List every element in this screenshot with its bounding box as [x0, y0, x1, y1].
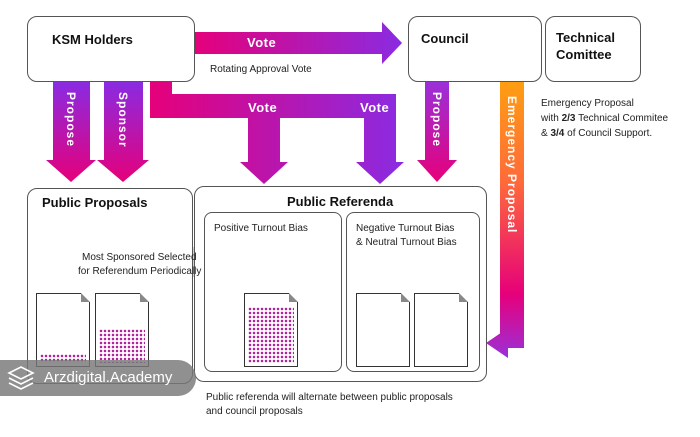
document-fold-icon — [459, 293, 468, 302]
watermark-text: Arzdigital.Academy — [44, 369, 173, 386]
technical-committee-label: Technical Comittee — [556, 30, 616, 62]
document-fold-icon — [81, 293, 90, 302]
vote-mid-left-label: Vote — [248, 100, 278, 115]
document-referendum-negative-1 — [356, 293, 410, 367]
document-proposal-2 — [95, 293, 149, 367]
footer-note-line-2: and council proposals — [206, 406, 303, 417]
watermark-banner: Arzdigital.Academy — [0, 360, 196, 396]
most-sponsored-label-1: Most Sponsored Selected — [82, 252, 197, 263]
ksm-holders-box: KSM Holders — [27, 16, 195, 82]
propose-left-label: Propose — [64, 92, 78, 148]
propose-council-label: Propose — [430, 92, 444, 148]
propose-arrow-council — [417, 82, 457, 182]
vote-arrow-top — [193, 22, 402, 64]
council-box: Council — [408, 16, 542, 82]
document-fill — [40, 354, 86, 363]
document-fill — [99, 329, 145, 363]
document-fold-icon — [140, 293, 149, 302]
document-fold-icon — [401, 293, 410, 302]
negative-bias-label-2: & Neutral Turnout Bias — [356, 237, 457, 248]
document-referendum-positive — [244, 293, 298, 367]
public-referenda-label: Public Referenda — [287, 194, 394, 209]
rotating-vote-label: Rotating Approval Vote — [210, 64, 312, 75]
vote-arrow-mid — [150, 82, 404, 184]
document-referendum-negative-2 — [414, 293, 468, 367]
vote-mid-right-label: Vote — [360, 100, 390, 115]
sponsor-label: Sponsor — [116, 92, 130, 148]
propose-arrow-left — [46, 82, 96, 182]
vote-top-label: Vote — [247, 35, 277, 50]
academy-logo-icon — [7, 366, 35, 390]
emergency-label: Emergency Proposal — [505, 96, 519, 234]
public-proposals-label: Public Proposals — [42, 195, 148, 210]
sponsor-arrow — [97, 82, 149, 182]
emergency-arrow — [486, 38, 542, 358]
technical-committee-box: Technical Comittee — [545, 16, 641, 82]
positive-bias-label: Positive Turnout Bias — [214, 223, 308, 234]
document-fold-icon — [289, 293, 298, 302]
emergency-note: Emergency Proposal with 2/3 Technical Co… — [541, 96, 668, 141]
document-fill — [248, 307, 294, 363]
most-sponsored-label-2: for Referendum Periodically — [78, 266, 202, 277]
negative-bias-label-1: Negative Turnout Bias — [356, 223, 455, 234]
ksm-holders-label: KSM Holders — [52, 32, 133, 47]
footer-note-line-1: Public referenda will alternate between … — [206, 392, 453, 403]
emergency-note-line-2: with 2/3 Technical Commitee — [541, 113, 669, 124]
document-proposal-1 — [36, 293, 90, 367]
emergency-note-line-3: & 3/4 of Council Support. — [541, 128, 653, 139]
emergency-note-line-1: Emergency Proposal — [541, 98, 634, 109]
council-label: Council — [421, 31, 469, 46]
